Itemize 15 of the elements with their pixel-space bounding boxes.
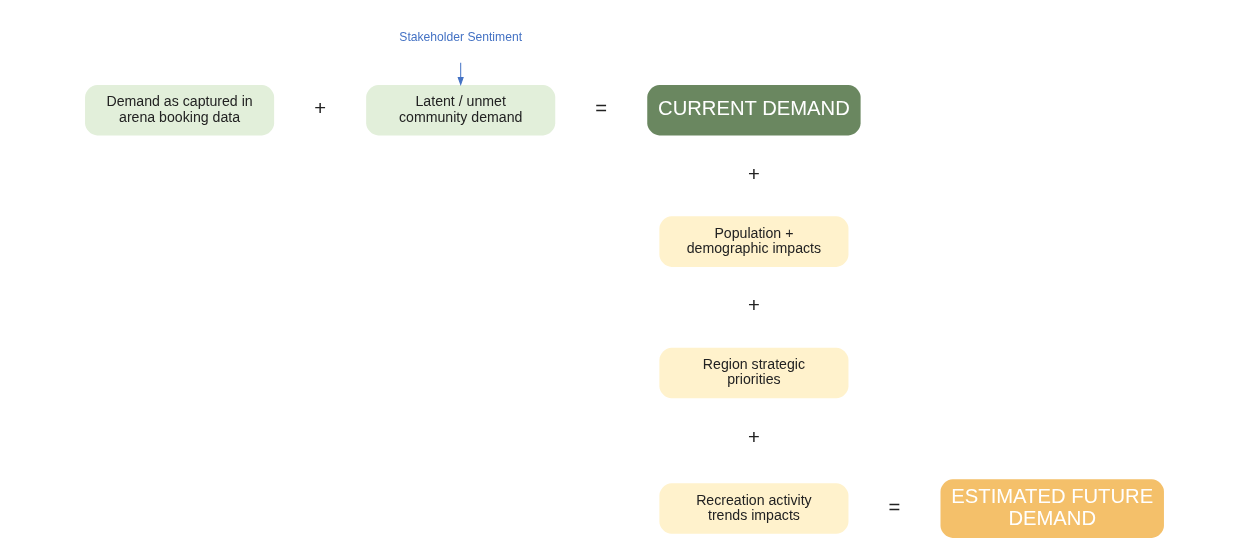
node-box: ESTIMATED FUTURE DEMAND	[940, 479, 1164, 538]
label: =	[888, 495, 901, 518]
node-box: Demand as captured in arena booking data	[85, 84, 275, 136]
label: =	[595, 97, 608, 120]
label: +	[748, 162, 760, 185]
label: +	[314, 97, 327, 120]
label: +	[748, 425, 760, 448]
node-box: Recreation activity trends impacts	[659, 483, 849, 534]
node-box: CURRENT DEMAND	[647, 84, 861, 136]
node-box: Region strategic priorities	[659, 347, 849, 399]
label: +	[748, 294, 760, 317]
node-text: Stakeholder Sentiment	[399, 29, 523, 44]
arrow	[457, 62, 464, 87]
node-box: Latent / unmet community demand	[366, 84, 556, 136]
node-box: Population + demographic impacts	[659, 216, 849, 267]
